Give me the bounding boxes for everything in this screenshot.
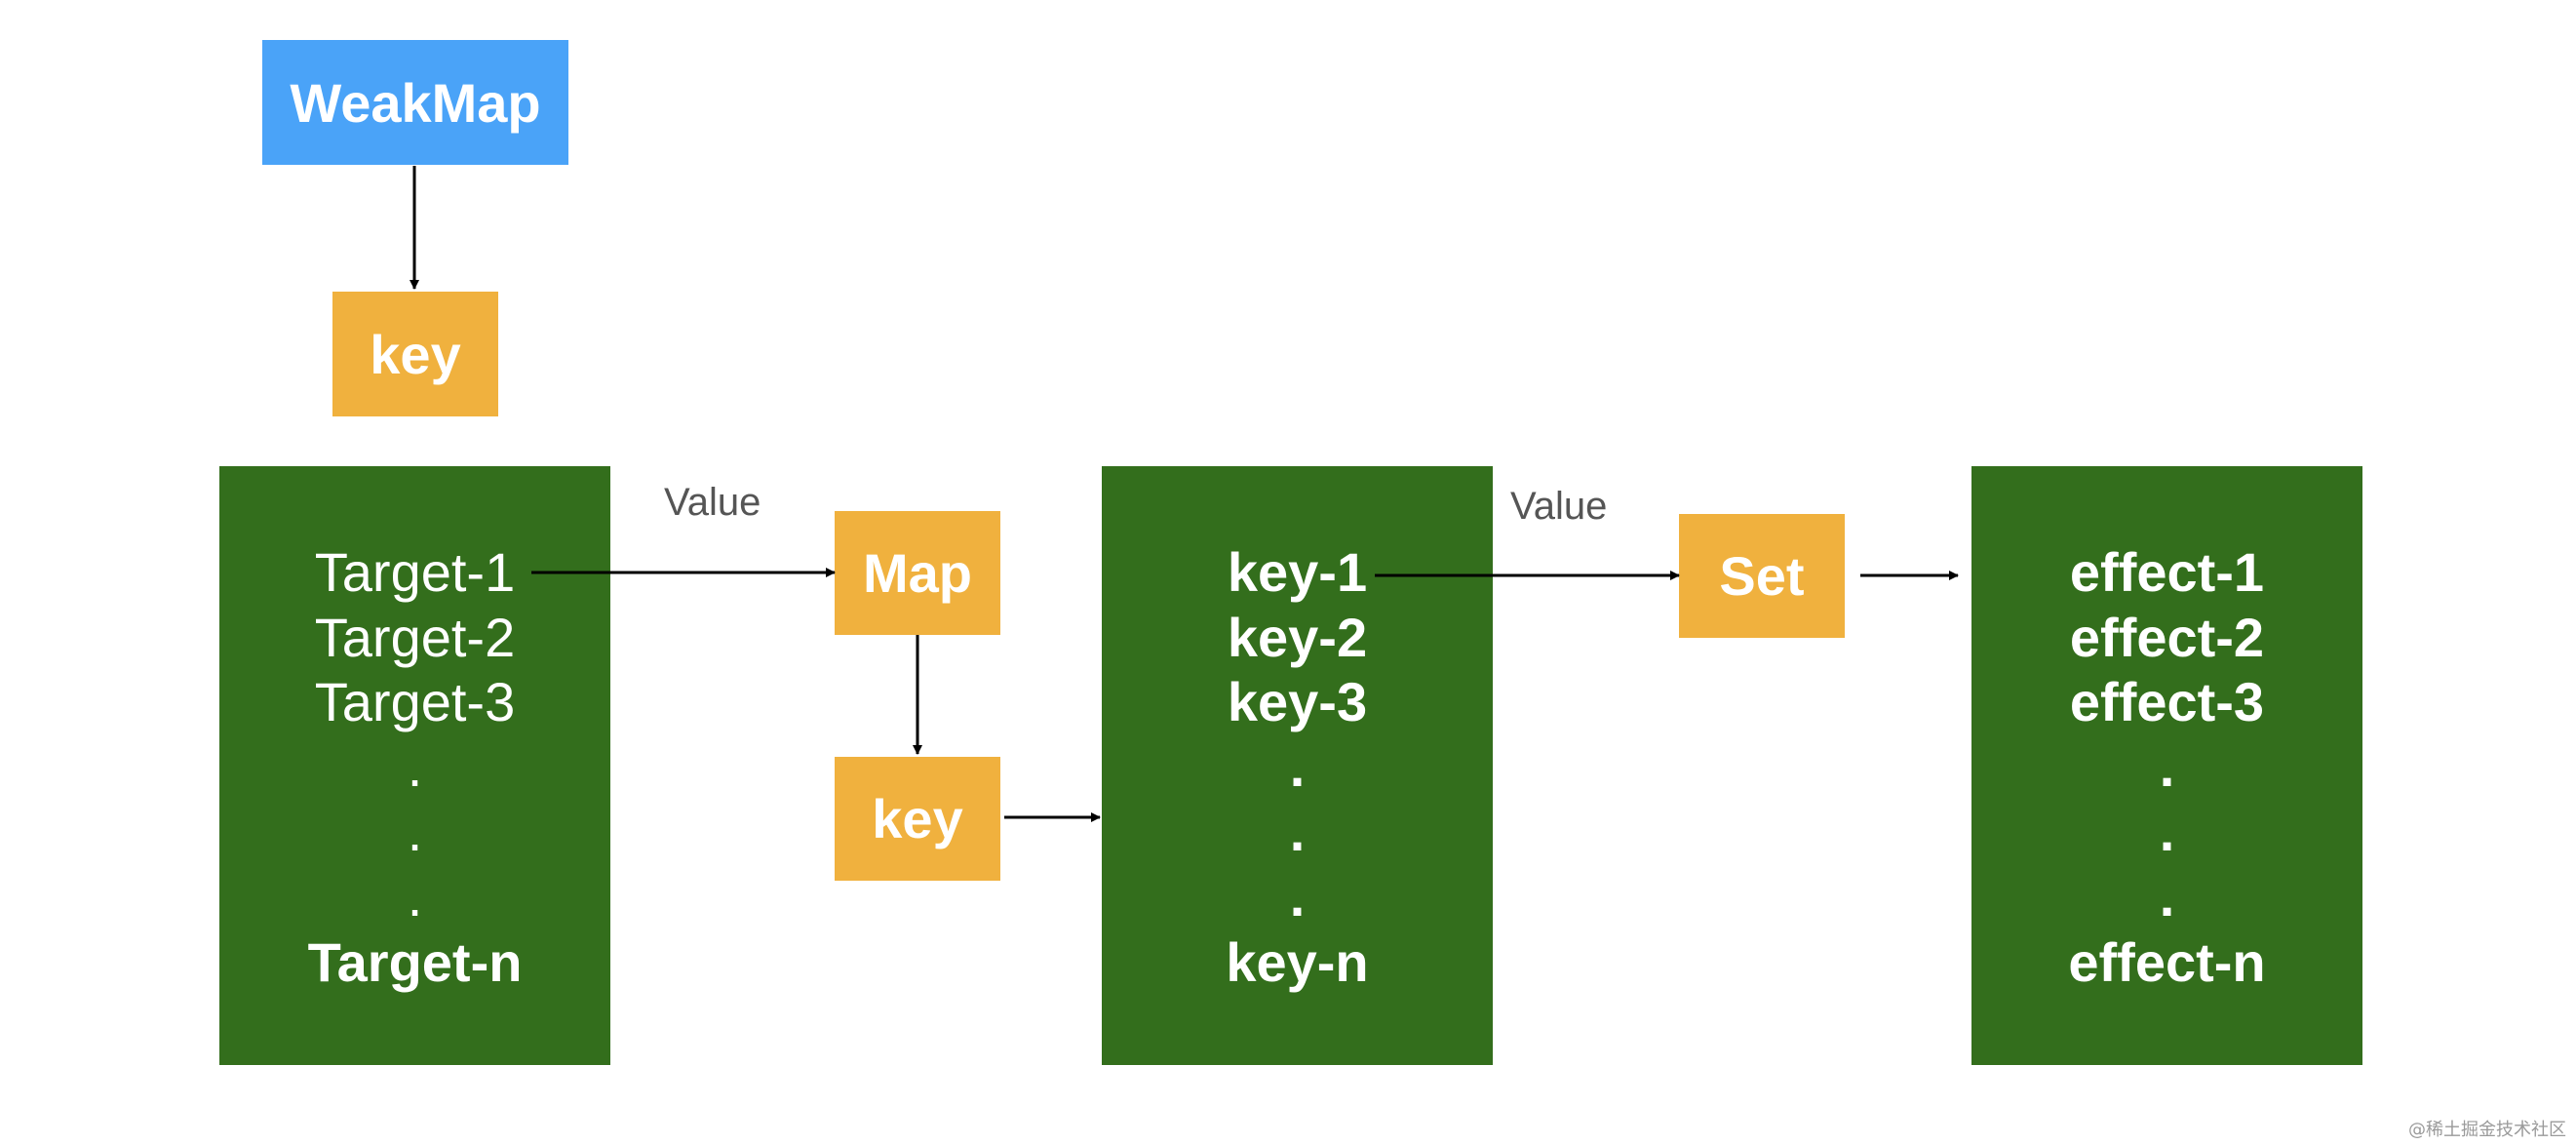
targets-items: Target-1 Target-2 Target-3 . . . Target-… — [219, 540, 610, 995]
weakmap-key-label: key — [370, 323, 461, 385]
keys-list — [1102, 466, 1493, 1065]
weakmap-label: WeakMap — [290, 71, 541, 134]
key-item: key-3 — [1227, 671, 1368, 733]
target-item: . — [407, 865, 423, 928]
effect-item: effect-n — [2068, 930, 2266, 993]
key-item: key-n — [1226, 930, 1369, 993]
effect-item: . — [2159, 735, 2175, 798]
target-item: Target-3 — [314, 671, 516, 733]
map-key-label: key — [872, 788, 963, 849]
key-item: . — [1289, 801, 1306, 863]
key-item: key-1 — [1227, 541, 1368, 603]
target-item: . — [407, 801, 423, 863]
effects-list — [1971, 466, 2362, 1065]
key-item: . — [1289, 865, 1306, 928]
effect-item: . — [2159, 865, 2175, 928]
target-item: . — [407, 735, 423, 798]
edge-label-target-map: Value — [664, 481, 761, 524]
effect-item: . — [2159, 801, 2175, 863]
weakmap-node: WeakMap — [262, 40, 568, 165]
target-item: Target-n — [307, 930, 523, 993]
target-item: Target-2 — [314, 606, 516, 668]
effect-item: effect-2 — [2069, 606, 2265, 668]
edge-label-key-set: Value — [1510, 485, 1608, 528]
effect-item: effect-3 — [2069, 671, 2265, 733]
map-label: Map — [863, 542, 972, 604]
key-item: key-2 — [1227, 606, 1368, 668]
targets-list — [219, 466, 610, 1065]
map-key-node: key — [835, 757, 1000, 881]
weakmap-key-node: key — [332, 292, 498, 416]
map-node: Map — [835, 511, 1000, 635]
effect-item: effect-1 — [2069, 541, 2265, 603]
key-item: . — [1289, 735, 1306, 798]
keys-items: key-1 key-2 key-3 . . . key-n — [1102, 540, 1493, 995]
watermark: @稀土掘金技术社区 — [2408, 1120, 2566, 1140]
set-node: Set — [1679, 514, 1845, 638]
target-item: Target-1 — [314, 541, 516, 603]
set-label: Set — [1719, 545, 1805, 607]
effects-items: effect-1 effect-2 effect-3 . . . effect-… — [1971, 540, 2362, 995]
